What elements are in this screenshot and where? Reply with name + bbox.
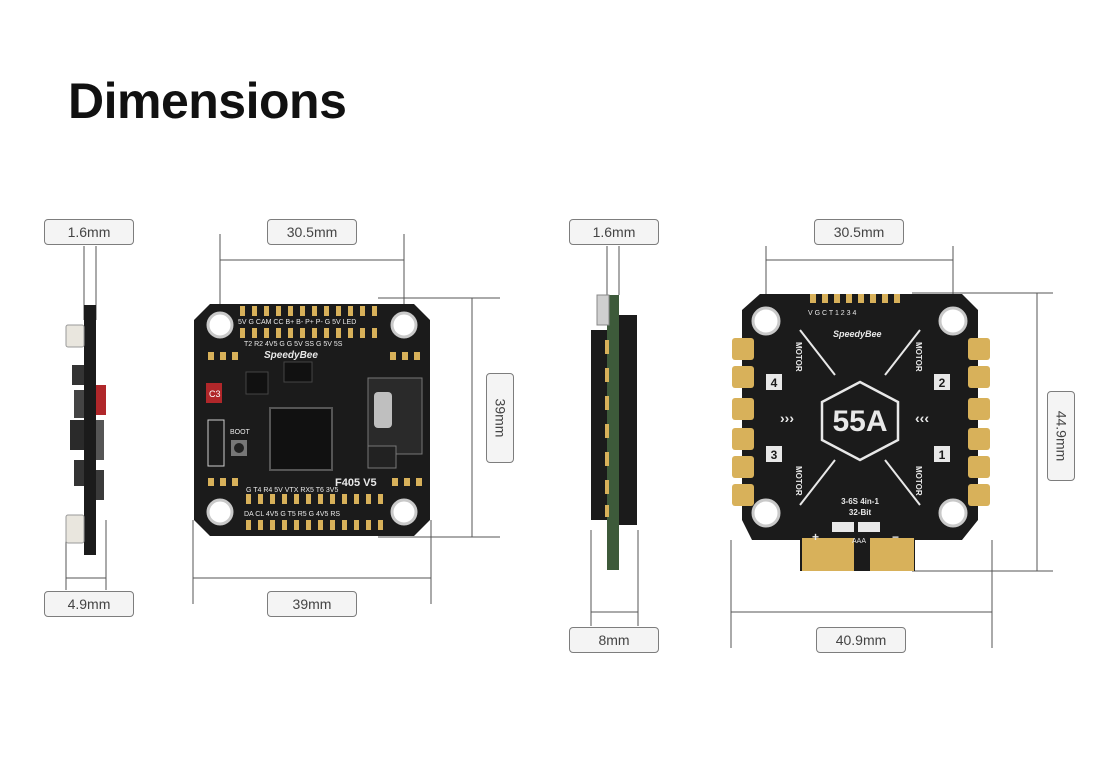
esc-motor-number-4: 4 <box>771 376 778 390</box>
fc-hole-spacing-label: 30.5mm <box>267 219 357 245</box>
fc-brand-text: SpeedyBee <box>264 350 318 361</box>
fc-chip-label: C3 <box>209 389 221 399</box>
esc-motor-number-1: 1 <box>939 448 946 462</box>
esc-hexagon <box>820 380 900 462</box>
fc-side-height-label: 4.9mm <box>44 591 134 617</box>
esc-header-pins-label: V G C T 1 2 3 4 <box>808 310 856 317</box>
fc-mount-holes <box>206 311 418 526</box>
fc-red-chip <box>206 383 222 403</box>
fc-bottom-pad-labels-2: DA CL 4V5 G T5 R5 G 4V5 RS <box>244 511 340 518</box>
esc-rating-text: 55A <box>832 405 887 438</box>
esc-minus-sign: − <box>892 530 899 544</box>
fc-width-label: 39mm <box>267 591 357 617</box>
fc-boot-label: BOOT <box>230 429 251 436</box>
fc-bottom-pad-labels: G T4 R4 5V VTX RX5 T6 3V5 <box>246 487 338 494</box>
esc-motor-number-3: 3 <box>771 448 778 462</box>
fc-usb-c-port <box>374 392 392 428</box>
esc-side-height-label: 8mm <box>569 627 659 653</box>
esc-side-view <box>591 294 637 570</box>
esc-width-label: 40.9mm <box>816 627 906 653</box>
esc-chevrons-right: ‹‹‹ <box>915 410 929 426</box>
esc-pad-code: AAA <box>852 538 866 545</box>
fc-gyro-chip <box>245 371 269 395</box>
fc-side-view <box>65 305 106 555</box>
esc-motor-label-1: MOTOR <box>914 466 923 496</box>
esc-motor-label-2: MOTOR <box>914 342 923 372</box>
esc-board: V G C T 1 2 3 4 55A SpeedyBee ››› ‹‹‹ MO… <box>732 294 990 571</box>
esc-motor-pads <box>732 294 990 571</box>
fc-top-pad-labels: 5V G CAM CC B+ B- P+ P- G 5V LED <box>238 319 356 326</box>
esc-hole-spacing-label: 30.5mm <box>814 219 904 245</box>
esc-spec-line2: 32-Bit <box>849 508 872 517</box>
esc-motor-label-3: MOTOR <box>794 466 803 496</box>
fc-top-pads <box>208 306 422 530</box>
esc-side-thickness-label: 1.6mm <box>569 219 659 245</box>
esc-spec-line1: 3-6S 4in-1 <box>841 497 879 506</box>
fc-top-pad-labels-2: T2 R2 4V5 G G 5V SS G 5V 5S <box>244 341 343 348</box>
fc-side-thickness-label: 1.6mm <box>44 219 134 245</box>
esc-chevrons-left: ››› <box>780 410 794 426</box>
fc-height-label: 39mm <box>486 373 514 463</box>
dimension-lines <box>65 234 1053 648</box>
esc-mount-holes <box>751 306 968 528</box>
fc-board: 5V G CAM CC B+ B- P+ P- G 5V LED T2 R2 4… <box>194 304 430 536</box>
page-title: Dimensions <box>68 73 347 129</box>
fc-boot-header <box>207 419 225 467</box>
esc-motor-number-2: 2 <box>939 376 946 390</box>
esc-plus-sign: + <box>812 530 819 544</box>
fc-model-text: F405 V5 <box>335 477 377 489</box>
esc-x-silkscreen <box>799 329 921 506</box>
fc-mcu-chip <box>269 407 333 471</box>
esc-height-label: 44.9mm <box>1047 391 1075 481</box>
esc-brand-text: SpeedyBee <box>833 329 882 339</box>
esc-motor-label-4: MOTOR <box>794 342 803 372</box>
